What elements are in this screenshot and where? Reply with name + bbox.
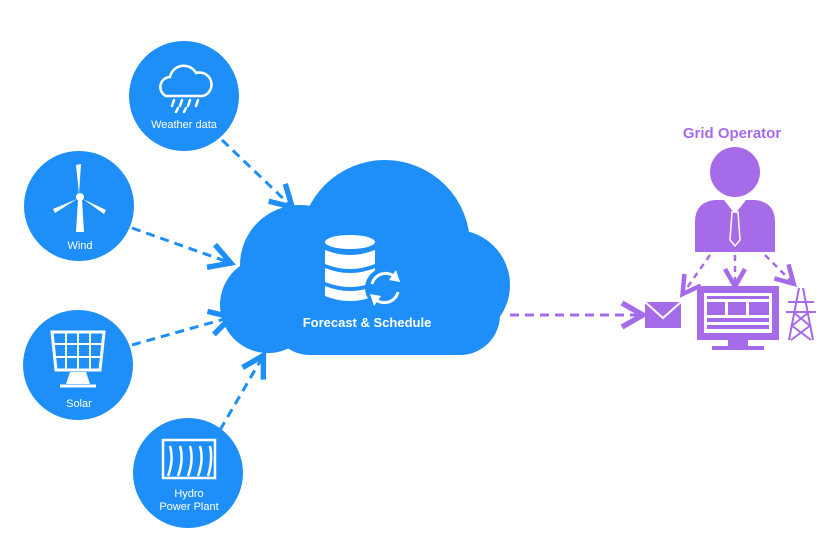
arrow-solar [131, 308, 237, 347]
wind-turbine-icon [53, 164, 106, 232]
email-icon [644, 301, 682, 328]
weather-label: Weather data [151, 119, 217, 131]
solar-panel-icon [50, 330, 106, 388]
wind-label: Wind [67, 240, 93, 252]
hydro-label: Hydro Power Plant [159, 488, 219, 513]
monitor-dashboard-icon [697, 286, 779, 350]
arrow-wind [131, 226, 236, 270]
arrow-hydro [218, 350, 267, 431]
user-tie-icon [695, 147, 775, 252]
arrow-weather [220, 138, 297, 211]
cloud-rain-icon [159, 64, 213, 114]
operator-title: Grid Operator [682, 125, 782, 142]
cloud-label: Forecast & Schedule [302, 315, 432, 330]
database-sync-icon [325, 235, 405, 308]
hydro-dam-icon [161, 438, 217, 480]
transmission-tower-icon [786, 287, 816, 341]
operator-arrows [679, 254, 797, 298]
source-arrows [131, 138, 297, 431]
solar-label: Solar [66, 398, 92, 410]
